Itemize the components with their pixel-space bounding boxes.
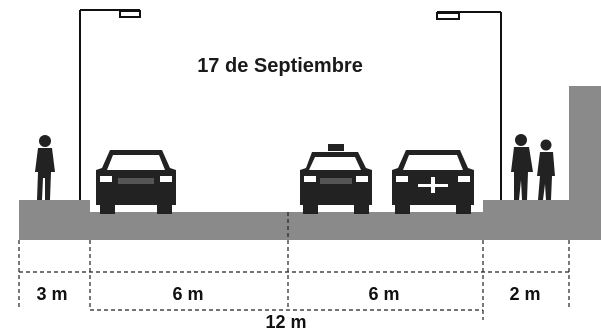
pedestrian-icon — [511, 134, 533, 200]
ambulance-icon — [392, 150, 474, 214]
dimension-right-lane: 6 m — [368, 284, 399, 304]
right-sidewalk — [483, 200, 569, 240]
pedestrian-icon — [537, 139, 555, 200]
dimension-left-lane: 6 m — [172, 284, 203, 304]
dimension-right-sidewalk: 2 m — [509, 284, 540, 304]
street-lamp-icon — [436, 11, 502, 200]
taxi-icon — [300, 144, 372, 214]
street-title: 17 de Septiembre — [197, 55, 363, 77]
pedestrian-icon — [35, 135, 55, 200]
car-icon — [96, 150, 176, 214]
dimension-lines — [18, 212, 570, 320]
building — [569, 86, 601, 240]
roadway — [90, 212, 483, 240]
left-sidewalk — [19, 200, 90, 240]
street-lamp-icon — [79, 9, 141, 200]
dimension-roadway-total: 12 m — [265, 312, 306, 332]
dimension-left-sidewalk: 3 m — [36, 284, 67, 304]
